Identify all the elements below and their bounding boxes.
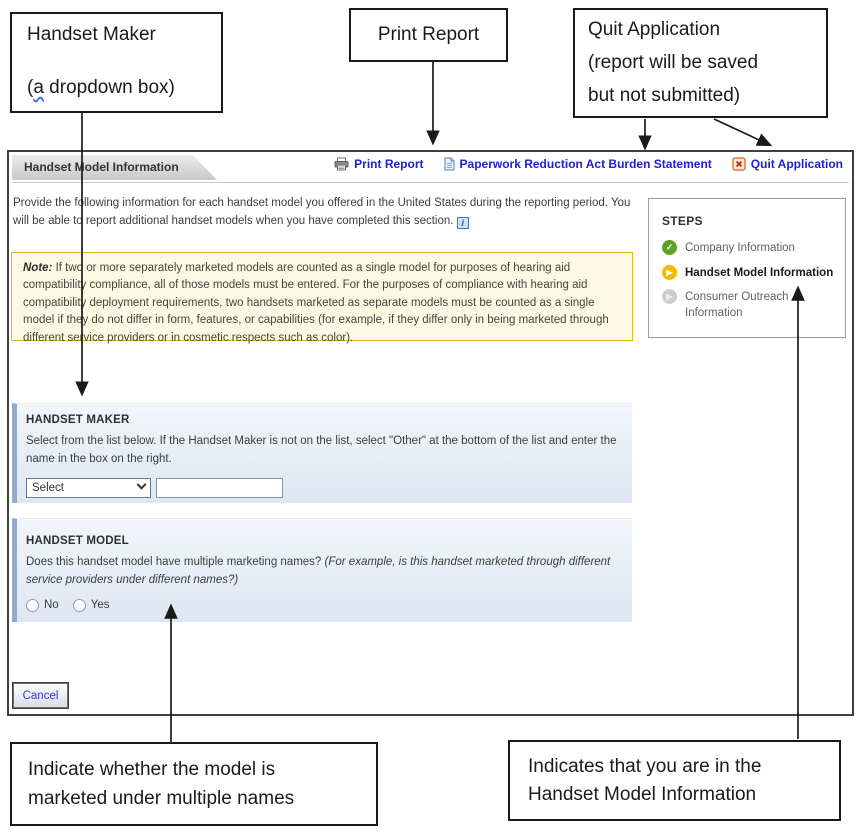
- intro-paragraph: Provide the following information for ea…: [13, 194, 641, 231]
- steps-panel: STEPS ✓ Company Information ▶ Handset Mo…: [648, 198, 846, 338]
- quit-application-link[interactable]: Quit Application: [732, 157, 843, 171]
- quit-icon: [732, 157, 746, 171]
- handset-maker-other-input[interactable]: [156, 477, 283, 498]
- radio-no-circle[interactable]: [26, 598, 39, 612]
- tab-handset-model-information[interactable]: Handset Model Information: [12, 155, 217, 180]
- current-step-arrow-icon: ▶: [662, 264, 677, 280]
- handset-model-heading: HANDSET MODEL: [26, 535, 129, 547]
- print-report-label: Print Report: [354, 157, 424, 171]
- callout-current-step-line2: Handset Model Information: [528, 783, 757, 805]
- radio-yes-circle[interactable]: [72, 598, 86, 612]
- callout-multiple-names: Indicate whether the model is marketed u…: [10, 742, 378, 826]
- upcoming-step-arrow-icon: ▶: [662, 289, 677, 305]
- callout-print-report-label: Print Report: [377, 24, 480, 46]
- callout-quit-line1: Quit Application: [588, 19, 721, 40]
- step-company-information[interactable]: ✓ Company Information: [662, 240, 835, 257]
- cancel-button[interactable]: Cancel: [12, 682, 69, 709]
- step-handset-model-information[interactable]: ▶ Handset Model Information: [662, 264, 835, 282]
- callout-handset-maker-subtitle: (a dropdown box): [27, 77, 175, 99]
- handset-maker-heading: HANDSET MAKER: [26, 414, 130, 426]
- callout-handset-maker: Handset Maker (a dropdown box): [10, 12, 223, 113]
- toolbar: Print Report Paperwork Reduction Act Bur…: [334, 157, 843, 171]
- document-icon: [444, 157, 455, 171]
- step-label-handset-model: Handset Model Information: [685, 266, 834, 279]
- squiggle-word: a: [33, 77, 44, 99]
- callout-quit-line3: but not submitted): [588, 85, 741, 107]
- quit-application-label: Quit Application: [750, 157, 843, 171]
- paperwork-link[interactable]: Paperwork Reduction Act Burden Statement: [444, 157, 712, 171]
- radio-option-yes[interactable]: Yes: [72, 598, 110, 612]
- handset-maker-select[interactable]: Select: [26, 477, 151, 498]
- callout-quit-line2: (report will be saved: [588, 52, 759, 74]
- step-label-consumer-outreach: Consumer Outreach Information: [685, 291, 789, 319]
- callout-quit-application: Quit Application (report will be saved b…: [573, 8, 828, 118]
- check-circle-icon: ✓: [662, 240, 677, 255]
- step-label-company: Company Information: [685, 242, 795, 254]
- handset-model-question-example: (For example, is this handset marketed t…: [26, 556, 611, 586]
- intro-text: Provide the following information for ea…: [13, 197, 631, 228]
- steps-heading: STEPS: [662, 214, 703, 228]
- handset-maker-section: HANDSET MAKER Select from the list below…: [12, 403, 632, 503]
- handset-maker-instructions: Select from the list below. If the Hands…: [26, 435, 617, 465]
- info-icon[interactable]: i: [456, 217, 469, 230]
- callout-handset-maker-title: Handset Maker: [27, 24, 156, 45]
- radio-yes-label: Yes: [90, 599, 110, 612]
- print-report-link[interactable]: Print Report: [334, 157, 424, 171]
- radio-no-label: No: [44, 599, 59, 612]
- step-consumer-outreach-information[interactable]: ▶ Consumer Outreach Information: [662, 289, 835, 321]
- callout-multiple-names-line2: marketed under multiple names: [28, 787, 295, 809]
- handset-model-question: Does this handset model have multiple ma…: [26, 556, 611, 586]
- header-divider: [12, 182, 849, 183]
- note-label: Note:: [23, 262, 53, 274]
- application-window: Handset Model Information Print Report: [7, 150, 854, 716]
- callout-print-report: Print Report: [349, 8, 508, 62]
- handset-model-section: HANDSET MODEL Does this handset model ha…: [12, 518, 632, 622]
- note-box: Note: If two or more separately marketed…: [11, 252, 633, 344]
- callout-current-step: Indicates that you are in the Handset Mo…: [508, 740, 841, 821]
- multiple-names-radio-group: No Yes: [26, 598, 618, 612]
- printer-icon: [334, 157, 349, 171]
- radio-option-no[interactable]: No: [26, 598, 59, 612]
- paperwork-label: Paperwork Reduction Act Burden Statement: [459, 157, 712, 171]
- chevron-down-icon: [136, 479, 147, 490]
- arrow-quit-diagonal: [713, 118, 773, 147]
- callout-multiple-names-line1: Indicate whether the model is: [28, 758, 276, 780]
- callout-current-step-line1: Indicates that you are in the: [528, 755, 762, 777]
- note-body: If two or more separately marketed model…: [23, 262, 609, 344]
- handset-maker-select-value: Select: [32, 481, 64, 494]
